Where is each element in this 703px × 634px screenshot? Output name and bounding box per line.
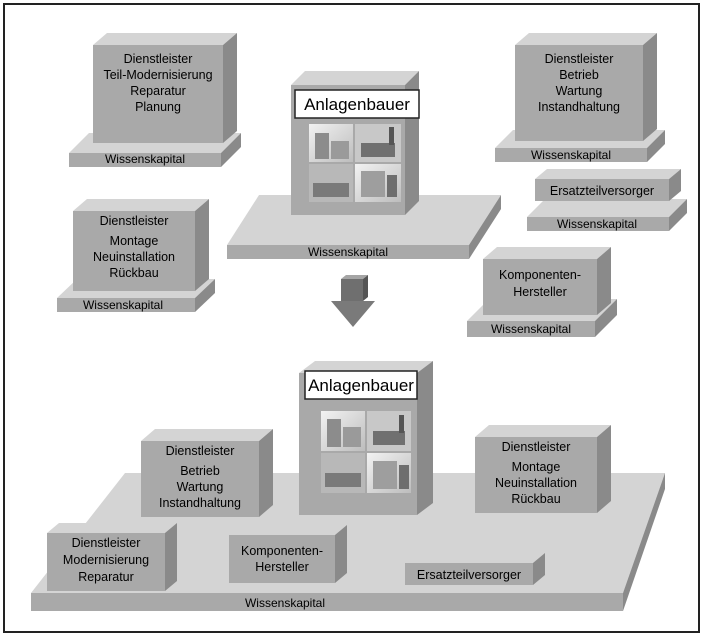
- komponenten-top-line-2: Hersteller: [513, 285, 567, 299]
- ersatzteil-top-label: Ersatzteilversorger: [550, 184, 654, 198]
- dl-montage-bottom-line-4: Rückbau: [511, 492, 560, 506]
- knowledge-capital-diagram: Dienstleister Teil-Modernisierung Repara…: [31, 33, 687, 611]
- komponenten-top-line-1: Komponenten-: [499, 268, 581, 282]
- ersatzteil-bottom-block: Ersatzteilversorger: [405, 553, 545, 585]
- diagram-frame: Dienstleister Teil-Modernisierung Repara…: [3, 3, 700, 633]
- dl-montage-bottom-line-2: Montage: [512, 460, 561, 474]
- dl-montage-bottom-line-1: Dienstleister: [502, 440, 571, 454]
- anlagenbauer-top-block: Anlagenbauer Wissenskapital: [227, 71, 501, 259]
- anlagenbauer-top-title: Anlagenbauer: [304, 95, 410, 114]
- dl-teil-base-label: Wissenskapital: [105, 152, 185, 166]
- dl-betrieb-base-label: Wissenskapital: [531, 148, 611, 162]
- industrial-photo-collage-bottom: [321, 411, 411, 493]
- anlagenbauer-top-base-label: Wissenskapital: [308, 245, 388, 259]
- dl-montage-bottom-line-3: Neuinstallation: [495, 476, 577, 490]
- komponenten-top-base-label: Wissenskapital: [491, 322, 571, 336]
- ersatzteil-bottom-label: Ersatzteilversorger: [417, 568, 521, 582]
- dl-montage-line-2: Montage: [110, 234, 159, 248]
- dl-modern-bottom-line-1: Dienstleister: [72, 536, 141, 550]
- dl-betrieb-bottom-line-4: Instandhaltung: [159, 496, 241, 510]
- anlagenbauer-bottom-title-box: [304, 370, 418, 400]
- komponenten-bottom-line-2: Hersteller: [255, 560, 309, 574]
- komponenten-bottom-block: Komponenten- Hersteller: [229, 525, 347, 583]
- bottom-base-label: Wissenskapital: [245, 596, 325, 610]
- anlagenbauer-bottom-block: Anlagenbauer: [299, 361, 433, 515]
- dl-teil-line-3: Reparatur: [130, 84, 186, 98]
- dl-montage-line-3: Neuinstallation: [93, 250, 175, 264]
- dl-teil-line-2: Teil-Modernisierung: [103, 68, 212, 82]
- dl-betrieb-line-1: Dienstleister: [545, 52, 614, 66]
- dl-montage-block: Dienstleister Montage Neuinstallation Rü…: [57, 199, 215, 312]
- dl-montage-bottom-block: Dienstleister Montage Neuinstallation Rü…: [475, 425, 611, 513]
- dl-betrieb-bottom-block: Dienstleister Betrieb Wartung Instandhal…: [141, 429, 273, 517]
- komponenten-top-block: Komponenten- Hersteller Wissenskapital: [467, 247, 617, 337]
- dl-teil-line-1: Dienstleister: [124, 52, 193, 66]
- dl-montage-line-1: Dienstleister: [100, 214, 169, 228]
- dl-montage-line-4: Rückbau: [109, 266, 158, 280]
- dl-betrieb-line-2: Betrieb: [559, 68, 599, 82]
- komponenten-bottom-line-1: Komponenten-: [241, 544, 323, 558]
- dl-betrieb-block: Dienstleister Betrieb Wartung Instandhal…: [495, 33, 665, 162]
- dl-teil-line-4: Planung: [135, 100, 181, 114]
- dl-betrieb-bottom-line-3: Wartung: [177, 480, 224, 494]
- anlagenbauer-bottom-title: Anlagenbauer: [308, 376, 414, 395]
- anlagenbauer-top-title-box: [294, 89, 420, 119]
- transition-arrow: [331, 275, 375, 327]
- dl-betrieb-bottom-line-2: Betrieb: [180, 464, 220, 478]
- dl-betrieb-line-4: Instandhaltung: [538, 100, 620, 114]
- industrial-photo-collage-top: [309, 124, 401, 202]
- dl-modern-bottom-line-3: Reparatur: [78, 570, 134, 584]
- dl-betrieb-bottom-line-1: Dienstleister: [166, 444, 235, 458]
- dl-modern-bottom-line-2: Modernisierung: [63, 553, 149, 567]
- dl-teil-modernisierung-block: Dienstleister Teil-Modernisierung Repara…: [69, 33, 241, 167]
- ersatzteil-top-base-label: Wissenskapital: [557, 217, 637, 231]
- dl-betrieb-line-3: Wartung: [556, 84, 603, 98]
- ersatzteil-top-block: Ersatzteilversorger Wissenskapital: [527, 169, 687, 231]
- dl-modern-bottom-block: Dienstleister Modernisierung Reparatur: [47, 523, 177, 591]
- dl-montage-base-label: Wissenskapital: [83, 298, 163, 312]
